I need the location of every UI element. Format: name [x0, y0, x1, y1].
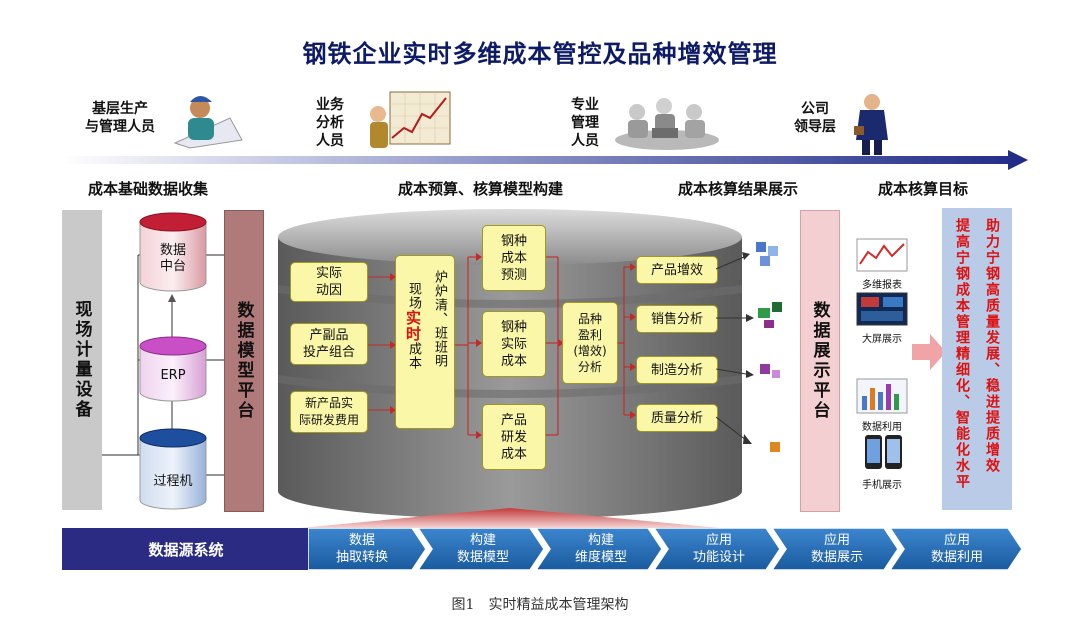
role-label-grassroots: 基层生产 与管理人员	[85, 101, 155, 135]
erp-cylinder-icon	[139, 336, 207, 402]
process-fan-shape	[300, 508, 720, 528]
page-title: 钢铁企业实时多维成本管控及品种增效管理	[302, 40, 778, 68]
field-metering-device-bar: 现场计量设备	[62, 210, 102, 510]
section-header-collect: 成本基础数据收集	[88, 180, 209, 198]
leader-illustration-icon	[854, 94, 888, 155]
big-screen-icon	[856, 292, 908, 326]
label-data-usage: 数据利用	[862, 422, 902, 433]
realtime-cost-highlight: 实时	[404, 310, 422, 342]
step-extract-transform: 数据 抽取转换	[335, 533, 388, 565]
step-build-dimension-model: 构建 维度模型	[574, 533, 627, 565]
goal-panel: 助力宁钢高质量发展、稳进提质增效 提高宁钢成本管理精细化、智能化水平	[942, 208, 1012, 510]
team-meeting-illustration-icon	[615, 98, 719, 150]
box-product-rnd-cost: 产品 研发 成本	[482, 404, 546, 470]
role-label-analyst: 业务 分析 人员	[316, 97, 344, 149]
process-computer-label: 过程机	[153, 474, 193, 489]
process-steps-chevrons	[308, 528, 1023, 570]
analyst-chart-illustration-icon	[370, 91, 451, 148]
goal-text-col1: 助力宁钢高质量发展、稳进提质增效	[984, 218, 1000, 474]
step-data-display: 应用 数据展示	[810, 533, 863, 565]
realtime-cost-col2: 现场实时成本	[404, 282, 422, 370]
data-display-platform-bar: 数据展示平台	[800, 210, 840, 512]
box-variety-profit-analysis: 品种 盈利 (增效) 分析	[562, 302, 618, 384]
section-header-model: 成本预算、核算模型构建	[398, 180, 564, 198]
realtime-cost-box: 炉炉清、班班明 现场实时成本	[395, 255, 455, 429]
erp-label: ERP	[160, 368, 186, 383]
box-manufacturing-analysis: 制造分析	[636, 356, 718, 384]
section-header-goal: 成本核算目标	[878, 180, 969, 198]
data-center-label: 数据 中台	[159, 243, 186, 274]
goal-arrow-icon	[912, 334, 946, 370]
input-box-product-mix: 产副品 投产组合	[290, 323, 368, 365]
data-center-cylinder-icon	[139, 212, 207, 292]
worker-illustration-icon	[173, 96, 243, 149]
data-model-platform-bar: 数据模型平台	[224, 210, 264, 512]
role-label-professional: 专业 管理 人员	[571, 97, 599, 149]
step-build-data-model: 构建 数据模型	[456, 533, 509, 565]
label-multi-dimension-report: 多维报表	[862, 280, 902, 291]
multi-dimension-report-icon	[856, 238, 908, 272]
realtime-cost-col1: 炉炉清、班班明	[432, 270, 447, 368]
mobile-display-icon	[865, 435, 902, 469]
realtime-cost-cost: 成本	[406, 342, 421, 370]
step-data-usage: 应用 数据利用	[930, 533, 983, 565]
data-source-system-bar: 数据源系统	[62, 528, 310, 570]
section-header-display: 成本核算结果展示	[678, 180, 799, 198]
data-usage-icon	[856, 378, 908, 414]
label-mobile-display: 手机展示	[862, 480, 902, 491]
timeline-arrow	[60, 150, 1028, 170]
box-product-efficiency: 产品增效	[636, 256, 718, 284]
process-computer-cylinder-icon	[139, 428, 207, 510]
label-big-screen: 大屏展示	[862, 334, 902, 345]
output-cube-icons	[756, 242, 782, 452]
step-function-design: 应用 功能设计	[692, 533, 745, 565]
goal-text-col2: 提高宁钢成本管理精细化、智能化水平	[954, 218, 970, 490]
output-arrows	[716, 242, 782, 452]
realtime-cost-site: 现场	[406, 282, 421, 310]
model-flow-connectors	[368, 253, 636, 439]
role-label-leader: 公司 领导层	[794, 101, 836, 135]
box-steel-actual-cost: 钢种 实际 成本	[482, 311, 546, 377]
input-box-actual-driver: 实际 动因	[290, 262, 368, 302]
input-box-rnd-cost: 新产品实 际研发费用	[290, 391, 368, 433]
box-steel-cost-forecast: 钢种 成本 预测	[482, 225, 546, 291]
figure-caption: 图1 实时精益成本管理架构	[451, 597, 629, 613]
box-quality-analysis: 质量分析	[636, 404, 718, 432]
box-sales-analysis: 销售分析	[636, 305, 718, 333]
